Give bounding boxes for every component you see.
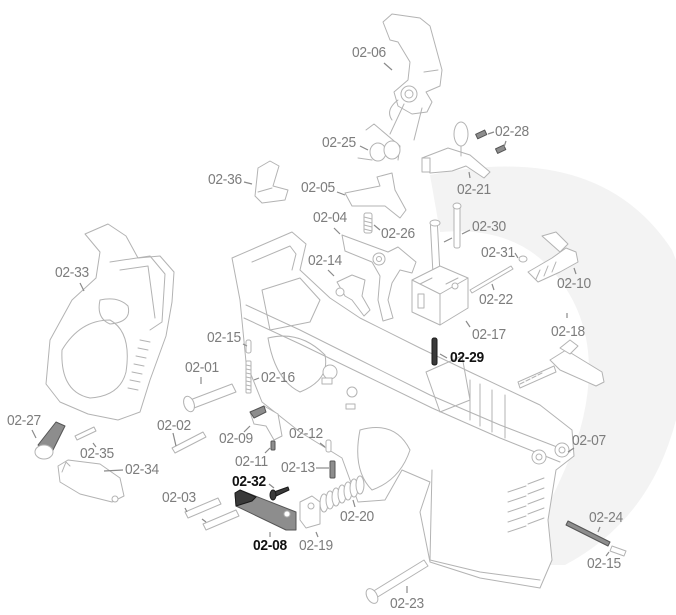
label-02-11: 02-11 <box>235 453 268 470</box>
leader-lines <box>31 62 610 593</box>
label-02-05: 02-05 <box>301 179 335 196</box>
label-02-19: 02-19 <box>299 537 333 554</box>
part-02-21-part[interactable] <box>421 121 491 179</box>
label-02-06: 02-06 <box>352 44 386 61</box>
part-02-04-trigger[interactable] <box>341 234 417 322</box>
part-02-33-grip[interactable] <box>45 223 175 421</box>
part-02-20-spring[interactable] <box>319 475 365 513</box>
part-02-14-part[interactable] <box>335 274 371 317</box>
part-02-27-part[interactable] <box>34 421 66 460</box>
part-02-28-spring[interactable] <box>475 129 507 154</box>
label-02-02: 02-02 <box>157 417 191 434</box>
part-02-12-part[interactable] <box>325 439 332 453</box>
part-02-07-lower-receiver[interactable] <box>231 231 575 589</box>
label-02-29: 02-29 <box>450 349 484 366</box>
label-02-21: 02-21 <box>457 181 491 198</box>
label-02-17: 02-17 <box>472 326 506 343</box>
label-02-20: 02-20 <box>340 508 374 525</box>
part-02-34-plate[interactable] <box>57 459 125 503</box>
label-02-15-upper: 02-15 <box>207 329 241 346</box>
label-02-16: 02-16 <box>261 369 295 386</box>
label-02-14: 02-14 <box>308 252 342 269</box>
label-02-30: 02-30 <box>472 218 506 235</box>
part-02-16-spring[interactable] <box>245 360 252 394</box>
label-02-36: 02-36 <box>208 171 242 188</box>
part-02-02-pin[interactable] <box>171 431 207 454</box>
label-02-28: 02-28 <box>495 123 529 140</box>
label-02-15-lower: 02-15 <box>587 555 621 572</box>
part-02-13-spring[interactable] <box>329 460 336 479</box>
label-02-18: 02-18 <box>551 323 585 340</box>
part-02-29-pin[interactable] <box>431 337 438 366</box>
part-02-25-spring[interactable] <box>357 123 401 162</box>
background-watermark <box>430 166 676 565</box>
part-02-23-pin[interactable] <box>364 559 429 605</box>
label-02-33: 02-33 <box>55 264 89 281</box>
part-02-05-part[interactable] <box>344 172 407 219</box>
label-02-24: 02-24 <box>589 509 623 526</box>
label-02-04: 02-04 <box>313 209 347 226</box>
label-02-34: 02-34 <box>125 461 159 478</box>
part-02-17-block[interactable] <box>411 265 469 326</box>
part-02-24-spring[interactable] <box>565 520 611 547</box>
part-02-31-detent[interactable] <box>518 255 528 263</box>
part-02-22-pin[interactable] <box>469 265 514 294</box>
part-02-09-part[interactable] <box>249 405 283 441</box>
part-02-35-pin[interactable] <box>74 426 97 441</box>
label-02-07: 02-07 <box>572 432 606 449</box>
part-02-06-hammer[interactable] <box>382 13 443 141</box>
part-02-15-pin-lower[interactable] <box>609 545 627 557</box>
part-02-32-screw[interactable] <box>269 486 290 501</box>
part-02-26-spring[interactable] <box>363 212 373 234</box>
label-02-31: 02-31 <box>481 244 515 261</box>
label-02-32: 02-32 <box>232 473 266 490</box>
label-02-35: 02-35 <box>80 445 114 462</box>
part-02-18-part[interactable] <box>517 339 605 389</box>
label-02-25: 02-25 <box>322 134 356 151</box>
part-02-36-part[interactable] <box>254 160 289 204</box>
label-02-27: 02-27 <box>7 412 41 429</box>
label-02-13: 02-13 <box>281 459 315 476</box>
label-02-08: 02-08 <box>253 537 287 554</box>
label-02-26: 02-26 <box>381 225 415 242</box>
label-02-03: 02-03 <box>162 489 196 506</box>
label-02-22: 02-22 <box>479 291 513 308</box>
part-02-15-pin-upper[interactable] <box>245 339 252 354</box>
part-02-08-bar[interactable] <box>234 489 297 531</box>
part-02-01-pin[interactable] <box>182 383 237 413</box>
part-02-19-part[interactable] <box>299 495 321 529</box>
label-02-10: 02-10 <box>557 275 591 292</box>
part-02-03-pins[interactable] <box>184 497 240 531</box>
part-02-10-selector[interactable] <box>527 231 579 283</box>
label-02-23: 02-23 <box>390 595 424 612</box>
label-02-01: 02-01 <box>185 359 219 376</box>
part-02-11-part[interactable] <box>270 440 276 451</box>
label-02-09: 02-09 <box>219 430 253 447</box>
label-02-12: 02-12 <box>289 425 323 442</box>
